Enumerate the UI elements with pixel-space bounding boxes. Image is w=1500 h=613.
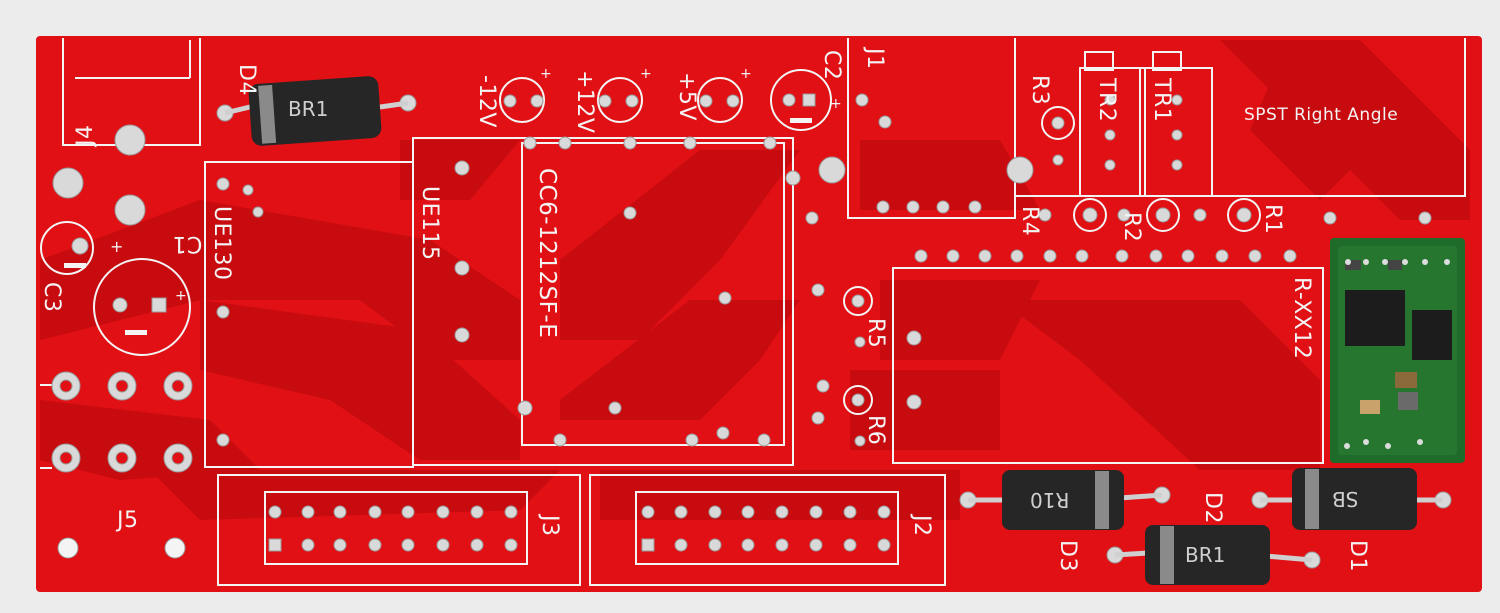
label-j4: J4 — [73, 124, 98, 147]
pads — [51, 93, 1452, 569]
ue115-outline — [412, 137, 794, 466]
label-j3: J3 — [537, 515, 562, 537]
c2-outline — [770, 69, 832, 131]
dcdc-module — [1330, 238, 1465, 463]
label-ue115: UE115 — [417, 186, 442, 261]
label-j1: J1 — [862, 48, 887, 70]
label-tr1: TR1 — [1149, 78, 1174, 123]
label-r2: R2 — [1119, 212, 1144, 243]
label-j2: J2 — [909, 515, 934, 537]
svg-text:+: + — [740, 66, 752, 82]
silkscreen-outlines — [40, 38, 1466, 586]
label-c1: C1 — [172, 231, 203, 256]
d4-marking: BR1 — [288, 97, 329, 121]
c3-outline — [40, 221, 94, 275]
d4-body — [248, 76, 382, 146]
label-r4: R4 — [1017, 206, 1042, 237]
label-r6: R6 — [863, 415, 888, 446]
label-c3: C3 — [39, 282, 64, 313]
label-j5: J5 — [117, 508, 139, 533]
d3-marking: R10 — [1030, 488, 1070, 512]
j3-outline — [217, 474, 581, 586]
label-r1: R1 — [1260, 204, 1285, 235]
d3-body — [1002, 470, 1124, 530]
svg-text:+: + — [110, 237, 123, 256]
d1-marking: SB — [1332, 487, 1359, 511]
svg-text:+: + — [175, 288, 187, 304]
label-r3: R3 — [1027, 75, 1052, 106]
d1-body — [1292, 468, 1417, 530]
label-d2: D2 — [1200, 492, 1225, 524]
d2-marking: BR1 — [1185, 543, 1226, 567]
label-plus5v: +5V — [674, 72, 699, 121]
label-minus12v: -12V — [474, 75, 499, 128]
label-rxx12: R-XX12 — [1289, 277, 1314, 360]
label-d4: D4 — [234, 64, 259, 96]
spst-outline — [1014, 38, 1466, 197]
label-r5: R5 — [863, 318, 888, 349]
label-plus12v: +12V — [572, 70, 597, 134]
svg-text:+: + — [640, 66, 652, 82]
svg-text:+: + — [830, 96, 842, 112]
cc6-outline — [521, 142, 785, 446]
label-ue130: UE130 — [209, 206, 234, 281]
label-spst: SPST Right Angle — [1244, 105, 1399, 125]
label-d3: D3 — [1055, 540, 1080, 572]
d2-body — [1145, 525, 1270, 585]
label-cc6: CC6-1212SF-E — [534, 168, 560, 339]
label-c2: C2 — [819, 50, 844, 81]
polarity-marks: + + + + + + — [64, 66, 842, 335]
diodes — [224, 76, 1443, 585]
label-tr2: TR2 — [1094, 78, 1119, 123]
svg-text:+: + — [540, 66, 552, 82]
rxx12-outline — [892, 267, 1324, 464]
label-d1: D1 — [1345, 540, 1370, 572]
c1-outline — [93, 258, 191, 356]
j2-outline — [589, 474, 946, 586]
